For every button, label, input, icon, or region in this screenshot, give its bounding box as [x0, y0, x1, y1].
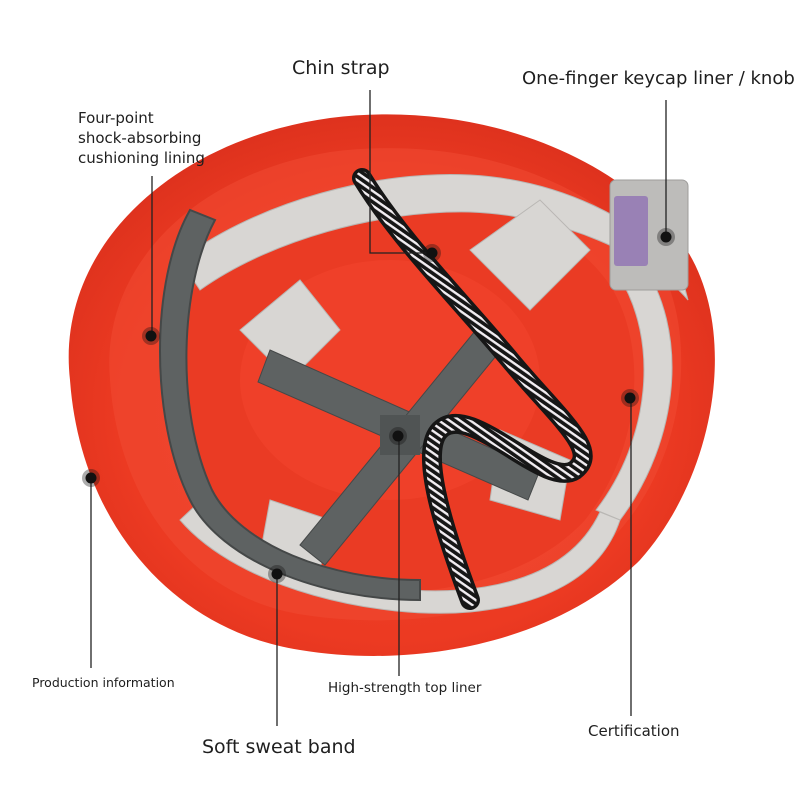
label-lining-line3: cushioning lining	[78, 149, 205, 167]
sweat-band	[159, 208, 421, 602]
marker-lining	[142, 327, 160, 345]
label-certification: Certification	[588, 722, 680, 740]
label-production: Production information	[32, 675, 175, 690]
label-lining: Four-point shock-absorbing cushioning li…	[78, 108, 205, 168]
label-chin-strap: Chin strap	[292, 57, 390, 79]
marker-chin-strap	[423, 244, 441, 262]
label-lining-line1: Four-point	[78, 109, 154, 127]
marker-certification	[621, 389, 639, 407]
marker-top-liner	[389, 427, 407, 445]
label-lining-line2: shock-absorbing	[78, 129, 202, 147]
suspension-harness	[179, 173, 689, 614]
label-knob: One-finger keycap liner / knob	[522, 68, 795, 89]
marker-sweat-band	[268, 565, 286, 583]
marker-knob	[657, 228, 675, 246]
marker-production	[82, 469, 100, 487]
callout-markers	[82, 228, 675, 583]
leader-lines	[90, 90, 667, 726]
label-top-liner: High-strength top liner	[328, 680, 482, 696]
label-sweat-band: Soft sweat band	[202, 736, 356, 758]
